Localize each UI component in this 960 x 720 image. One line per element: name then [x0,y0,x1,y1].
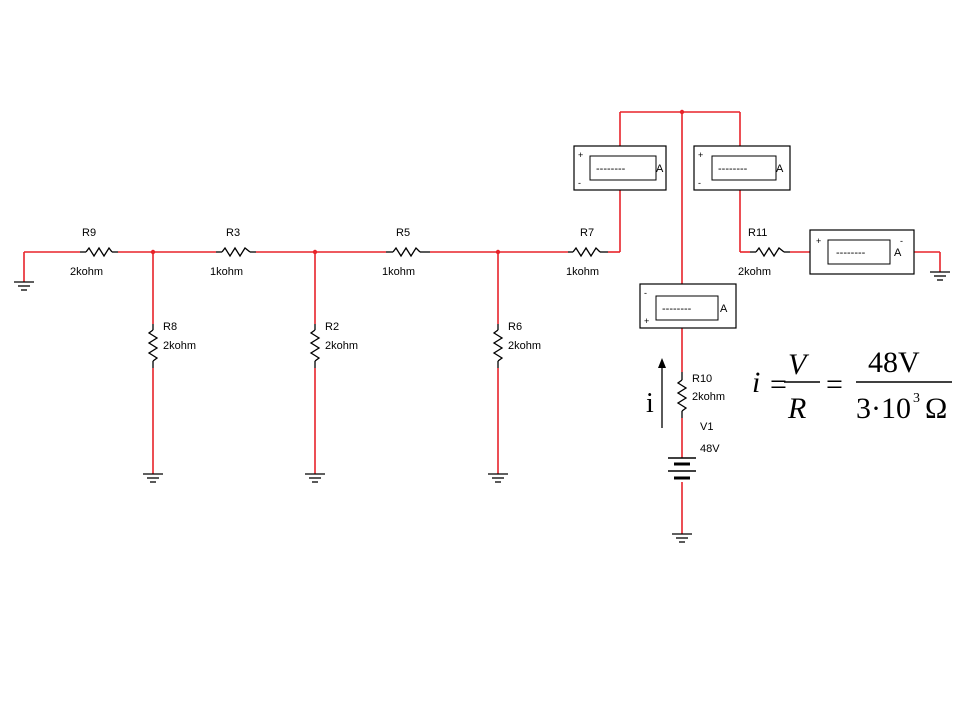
ammeter-3: -------- A + - [809,229,915,275]
resistor-r10-name: R10 [692,373,712,385]
ammeter-1: -------- A + - [573,145,667,191]
formula-den-2-exp: 3 [913,391,920,406]
ammeter-1-unit: A [656,163,664,175]
ground-icon [930,271,950,281]
resistor-r2-name: R2 [325,321,339,333]
ground-icon [672,533,692,543]
ammeter-1-plus: + [578,150,583,160]
current-label: i [646,388,654,419]
ammeter-2-display: -------- [718,163,748,175]
ammeter-2: -------- A + - [693,145,791,191]
ground-symbols [14,271,950,543]
ammeter-1-display: -------- [596,163,626,175]
resistor-r2-value: 2kohm [325,340,358,352]
resistor-r6: R6 2kohm [492,321,541,368]
formula-eq-2: = [826,368,843,401]
resistor-r6-value: 2kohm [508,340,541,352]
ammeter-4: -------- A - + [639,283,737,329]
resistor-r2: R2 2kohm [309,321,358,368]
resistor-r8-name: R8 [163,321,177,333]
formula-eq-1: = [770,368,787,401]
resistor-r9: R9 2kohm [70,227,118,278]
resistor-r9-value: 2kohm [70,266,103,278]
resistor-r11-name: R11 [748,227,767,239]
resistor-r11-value: 2kohm [738,266,771,278]
ammeter-4-unit: A [720,303,728,315]
resistor-r7-value: 1kohm [566,266,599,278]
ammeter-3-plus: + [816,236,821,246]
ammeter-4-plus: + [644,316,649,326]
ammeter-3-unit: A [894,247,902,259]
resistor-r8: R8 2kohm [147,321,196,368]
ammeter-3-minus: - [900,236,903,246]
junction-dot [679,109,685,115]
ground-icon [305,473,325,483]
resistor-r5-name: R5 [396,227,410,239]
arrow-up-icon [658,358,666,368]
ammeter-4-display: -------- [662,303,692,315]
resistor-r5-value: 1kohm [382,266,415,278]
resistor-r10-value: 2kohm [692,391,725,403]
source-name: V1 [700,421,713,433]
resistor-r6-name: R6 [508,321,522,333]
resistor-r3-name: R3 [226,227,240,239]
resistor-r10: R10 2kohm [676,372,725,418]
ground-icon [143,473,163,483]
resistor-r3-value: 1kohm [210,266,243,278]
ammeter-2-plus: + [698,150,703,160]
formula-den-2-unit: Ω [925,392,947,425]
voltage-source-v1: V1 48V [668,421,720,480]
ammeter-1-minus: - [578,178,581,188]
ammeter-4-minus: - [644,288,647,298]
formula-num-2: 48V [868,346,920,379]
ground-icon [488,473,508,483]
resistor-r5: R5 1kohm [382,227,430,278]
junction-dot [150,249,156,255]
ammeter-2-minus: - [698,178,701,188]
resistor-r3: R3 1kohm [210,227,256,278]
ground-icon [14,281,34,291]
resistor-r8-value: 2kohm [163,340,196,352]
formula-num-1: V [788,348,810,381]
ammeter-3-display: -------- [836,247,866,259]
resistor-r9-name: R9 [82,227,96,239]
resistor-r11: R11 2kohm [738,227,790,278]
junction-dot [312,249,318,255]
junction-dot [495,249,501,255]
formula-den-1: R [787,392,806,425]
resistor-r7-name: R7 [580,227,594,239]
junctions [150,109,685,255]
formula-lhs: i [752,366,760,399]
ammeter-2-unit: A [776,163,784,175]
ohms-law-formula: i = V R = 48V 3·10 3 Ω [752,346,952,425]
current-arrow: i [646,358,666,428]
wires [23,111,941,534]
source-value: 48V [700,443,720,455]
resistor-r7: R7 1kohm [566,227,608,278]
formula-den-2-base: 3·10 [856,392,911,425]
